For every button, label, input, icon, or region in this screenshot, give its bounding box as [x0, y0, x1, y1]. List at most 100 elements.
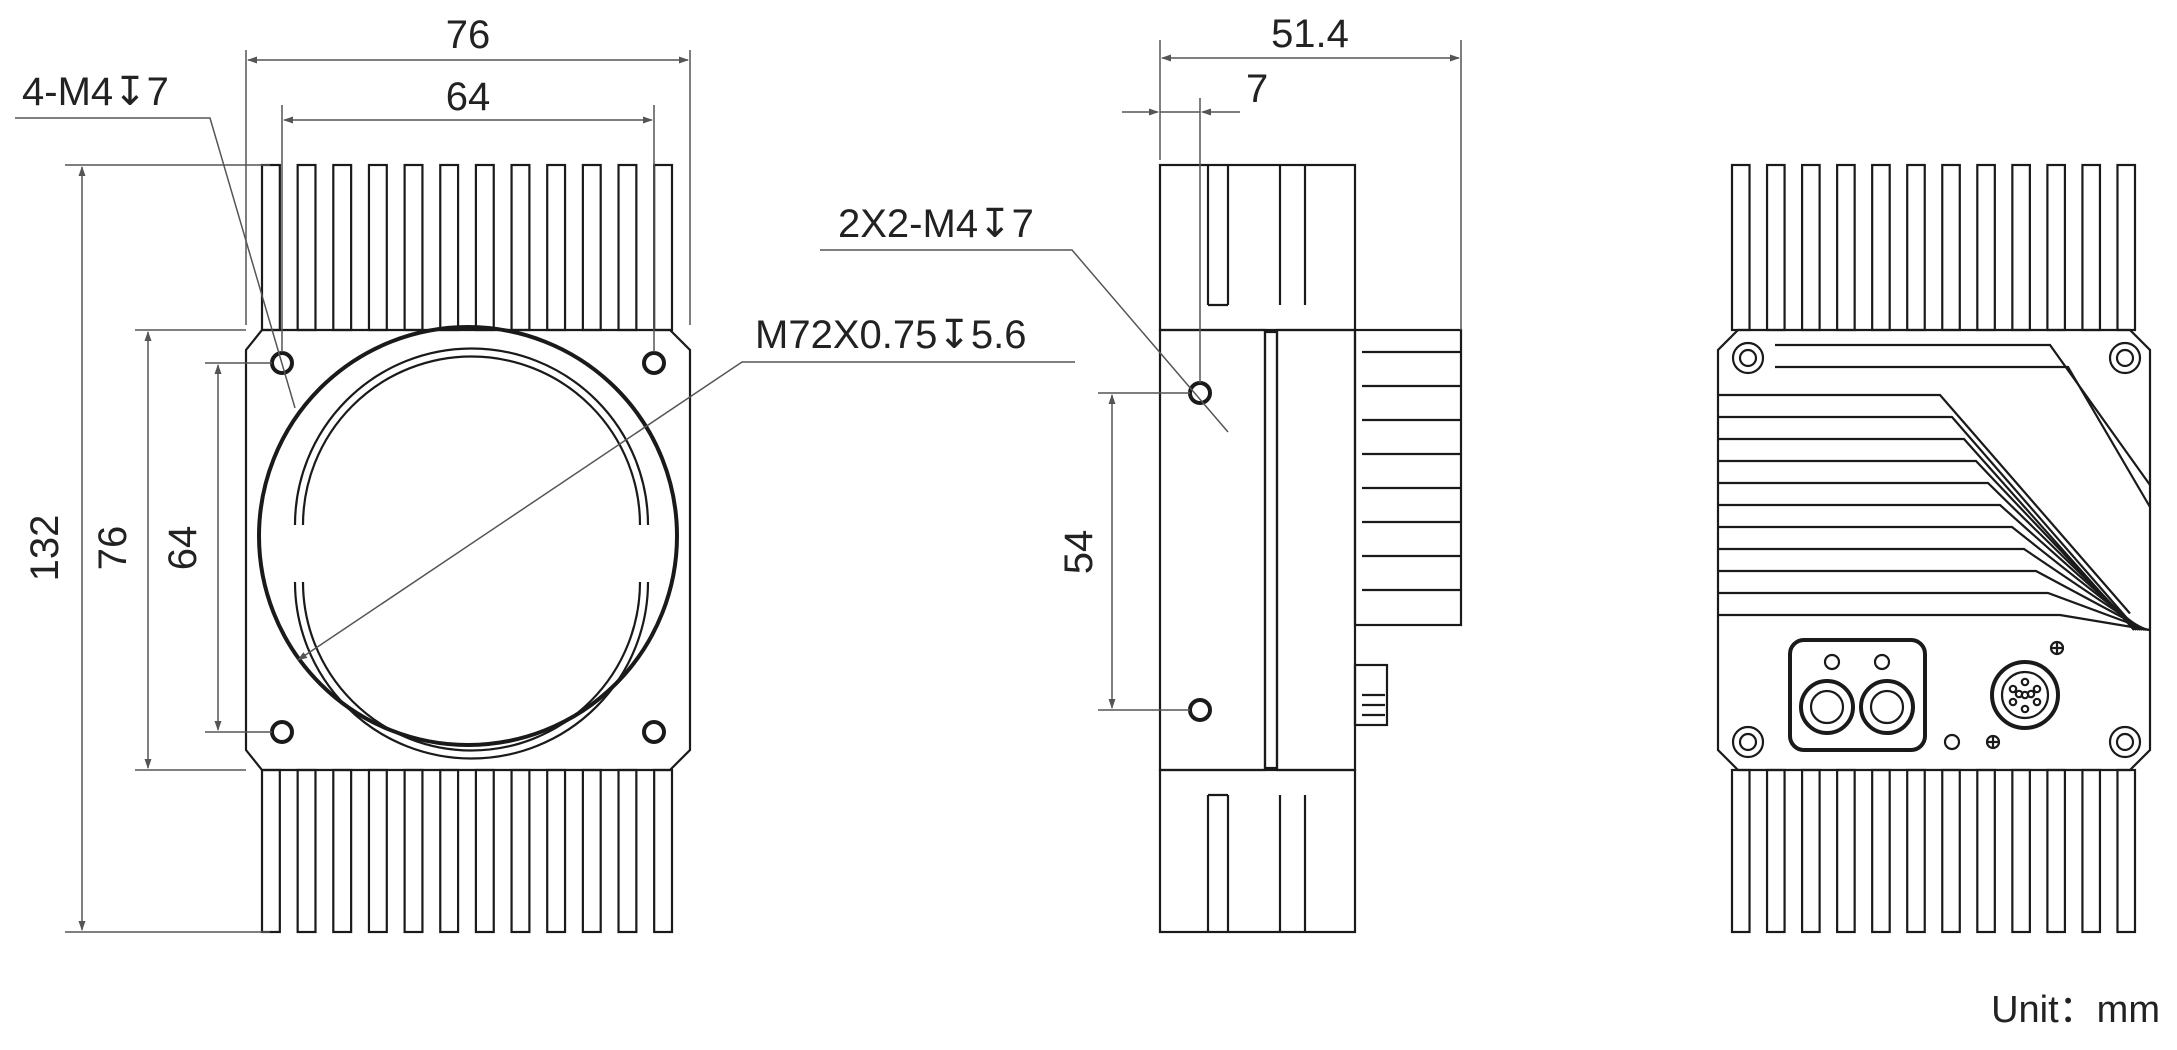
heatsink-fin: [1730, 163, 1751, 332]
heatsink-fin: [474, 163, 495, 332]
callout-leader-side-holes: [820, 249, 1229, 433]
heat-groove: [1718, 481, 2139, 631]
mount-hole: [642, 720, 666, 744]
connector-pin: [2032, 697, 2042, 707]
heatsink-fin: [332, 768, 353, 934]
dim-label-hole-spacing-y: 64: [161, 526, 205, 571]
heatsink-fin: [653, 163, 674, 332]
heat-groove: [1718, 437, 2135, 631]
callout-leader-mount-holes: [15, 117, 296, 409]
dim-label-body-height: 76: [91, 526, 135, 571]
dim-label-hole-spacing: 54: [1057, 530, 1101, 575]
heat-groove: [1718, 547, 2145, 631]
rear-bottom-heatsink-fins: [1730, 768, 2137, 934]
side-bottom-fin-block: [1158, 768, 1357, 934]
lens-mount-ring-arc-bottom: [301, 581, 642, 752]
front-bottom-heatsink-fins: [260, 768, 674, 934]
heatsink-fin: [332, 163, 353, 332]
side-view: 51.4 7 54 2X2-M4↧7: [820, 12, 1463, 934]
callout-lens-thread: M72X0.75↧5.6: [755, 313, 1026, 357]
heatsink-fin: [1800, 163, 1821, 332]
heatsink-fin: [2011, 768, 2031, 934]
rear-view: [1716, 163, 2152, 934]
mount-hole: [642, 351, 666, 375]
heatsink-fin: [403, 768, 424, 934]
heatsink-fin: [1871, 768, 1891, 934]
front-view: 76 64 132 76 64 4-M4↧7 M72X0.75↧5.6: [15, 13, 1075, 934]
lens-mount-ring-arc-top-inner: [293, 347, 650, 526]
heatsink-fin: [2116, 163, 2137, 332]
heatsink-fin: [1765, 768, 1786, 934]
heatsink-fin: [510, 163, 531, 332]
side-rear-heatsink-fins: [1353, 328, 1463, 627]
dim-label-overall-height: 132: [23, 515, 67, 582]
heatsink-fin: [2081, 768, 2102, 934]
heatsink-fin: [1730, 768, 1751, 934]
heatsink-fin: [1976, 163, 1996, 332]
heatsink-fin: [1765, 163, 1786, 332]
unit-label: Unit：mm: [1991, 989, 2160, 1031]
front-body-outline: [244, 328, 692, 772]
heatsink-fin: [1906, 163, 1926, 332]
screw-icon: [2108, 341, 2142, 375]
heatsink-fin: [296, 163, 317, 332]
callout-mount-holes: 4-M4↧7: [22, 70, 169, 114]
lens-mount-ring-arc-bottom-inner: [293, 581, 650, 760]
heatsink-fin: [296, 768, 317, 934]
heatsink-fin: [2081, 163, 2102, 332]
connector-pin: [2008, 684, 2018, 694]
heatsink-fin: [1353, 328, 1463, 627]
side-rear-housing: [1275, 328, 1357, 772]
screw-icon: [2108, 725, 2142, 759]
heat-groove: [1718, 503, 2141, 631]
lens-mount-ring-arc-top: [301, 355, 642, 526]
heatsink-fin: [546, 768, 567, 934]
side-top-fin-slots: [1206, 165, 1307, 307]
heat-groove: [1775, 365, 2151, 508]
connector-pin: [2008, 697, 2018, 707]
side-connector-stub: [1353, 663, 1389, 727]
side-lens-flange: [1263, 330, 1279, 770]
heat-groove: [1718, 525, 2143, 631]
dim-label-overall-depth: 51.4: [1271, 12, 1349, 56]
heatsink-fin: [581, 768, 602, 934]
rear-top-heatsink-fins: [1730, 163, 2137, 332]
heatsink-fin: [2116, 768, 2137, 934]
heatsink-fin: [2046, 768, 2067, 934]
screw-icon: [1731, 725, 1765, 759]
heat-groove: [1718, 393, 2131, 615]
heatsink-fin: [1836, 163, 1856, 332]
connector-pin: [2032, 684, 2042, 694]
heatsink-fin: [510, 768, 531, 934]
heatsink-fin: [1800, 768, 1821, 934]
heat-groove: [1718, 459, 2137, 631]
heat-groove: [1775, 343, 2151, 486]
heatsink-fin: [403, 163, 424, 332]
heatsink-fin: [617, 163, 638, 332]
heatsink-fin: [653, 768, 674, 934]
screw-icon: [1731, 341, 1765, 375]
heat-groove: [1718, 569, 2147, 631]
heatsink-fin: [474, 768, 495, 934]
heatsink-fin: [260, 768, 281, 934]
dim-label-hole-spacing-x: 64: [446, 75, 491, 119]
gigabit-port-icon: [1788, 638, 1927, 752]
heatsink-fin: [581, 163, 602, 332]
heatsink-fin: [439, 163, 460, 332]
heatsink-fin: [367, 768, 388, 934]
heat-groove: [1718, 415, 2133, 625]
side-bottom-fin-slots: [1206, 793, 1307, 932]
dim-label-hole-offset: 7: [1246, 67, 1268, 111]
heat-groove: [1718, 613, 2151, 632]
front-top-heatsink-fins: [260, 163, 674, 332]
side-mount-hole: [1188, 698, 1212, 722]
heatsink-fin: [2011, 163, 2031, 332]
heatsink-fin: [1941, 768, 1961, 934]
heatsink-fin: [439, 768, 460, 934]
heatsink-fin: [1836, 768, 1856, 934]
heatsink-fin: [1976, 768, 1996, 934]
heatsink-fin: [2046, 163, 2067, 332]
heatsink-fin: [617, 768, 638, 934]
connector-pin: [2014, 689, 2024, 699]
